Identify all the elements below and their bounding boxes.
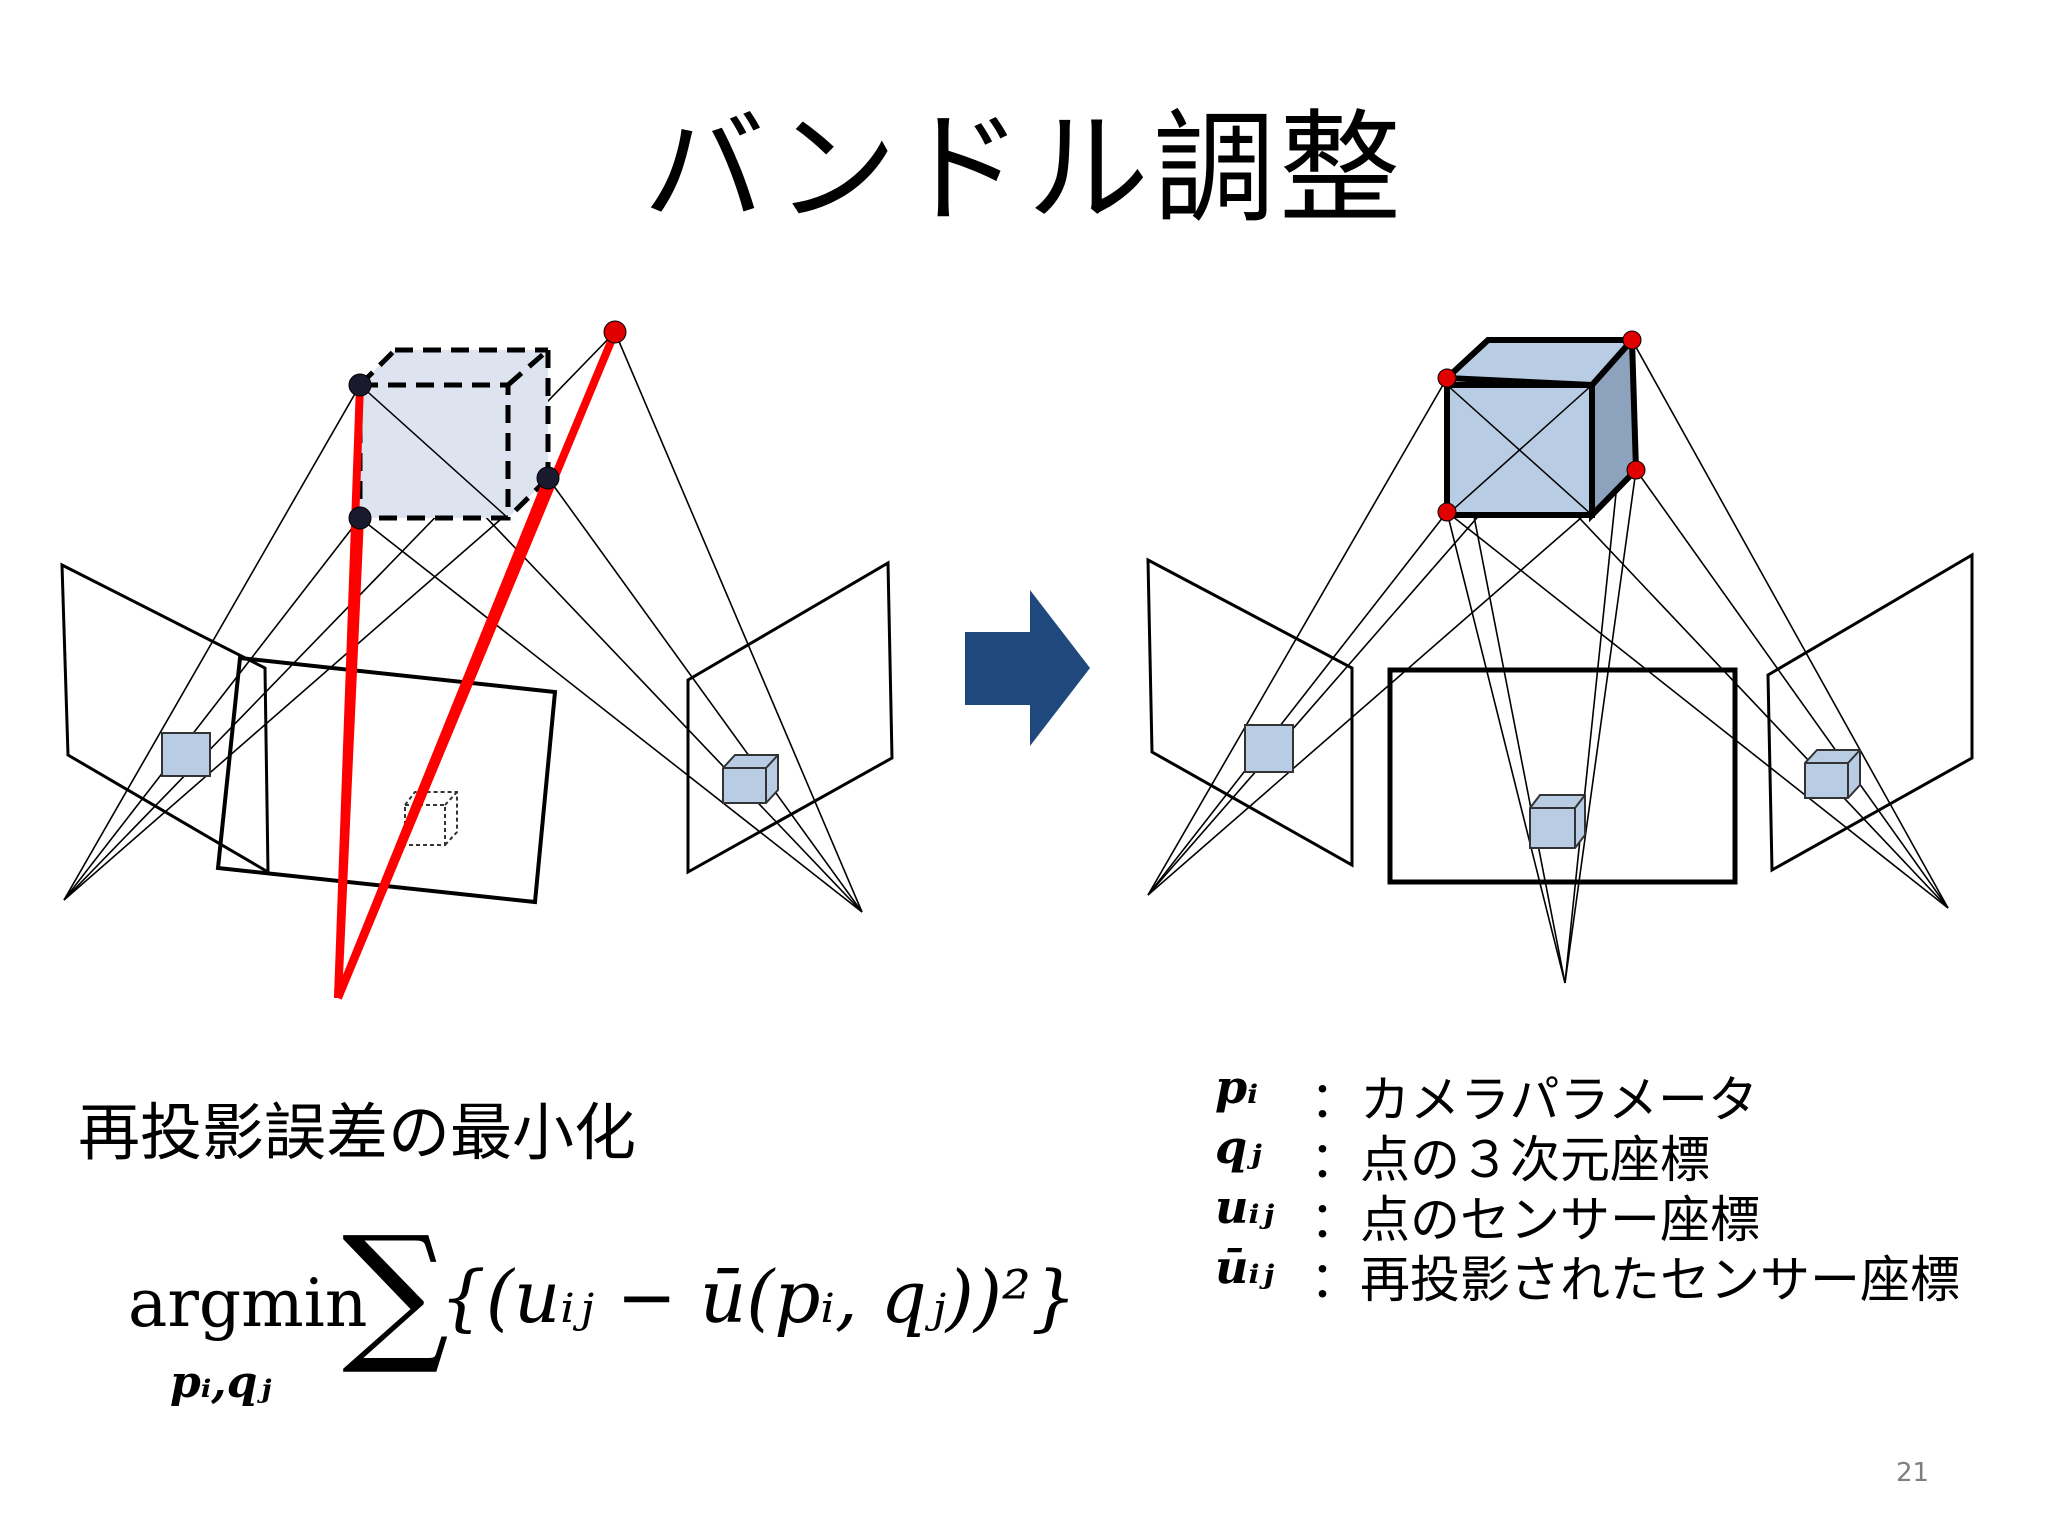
left-projected-cube (1244, 724, 1294, 773)
legend-symbol: uᵢⱼ (1215, 1180, 1274, 1234)
right-camera-plane (1766, 552, 1974, 873)
estimated-point (348, 373, 372, 397)
reconstructed-cube (1439, 332, 1640, 523)
after-diagram (1146, 330, 1974, 984)
legend-description: ：点の３次元座標 (1310, 1131, 1710, 1189)
reconstructed-point (1622, 330, 1642, 350)
legend-description: ：再投影されたセンサー座標 (1310, 1251, 1960, 1309)
true-point (603, 320, 627, 344)
left-projected-cube (161, 732, 211, 777)
right-camera-plane (686, 560, 894, 875)
slide-title: バンドル調整 (642, 98, 1406, 240)
reconstructed-point (1626, 460, 1646, 480)
right-projected-cube (1804, 749, 1861, 799)
argmin-subscript: pᵢ,qⱼ (170, 1357, 272, 1408)
reconstructed-point (1437, 502, 1457, 522)
left-camera-plane (60, 562, 270, 875)
slide-subtitle: 再投影誤差の最小化 (78, 1096, 637, 1169)
center-projected-cube (1529, 794, 1586, 849)
legend-description: ：カメラパラメータ (1310, 1071, 1758, 1129)
page-number: 21 (1896, 1458, 1930, 1488)
center-camera-plane (1387, 667, 1738, 885)
estimated-point (348, 506, 372, 530)
legend-symbol: ūᵢⱼ (1215, 1240, 1274, 1294)
legend-symbol: qⱼ (1215, 1120, 1262, 1174)
projection-rays (1147, 339, 1949, 984)
argmin-operator: argmin (128, 1265, 368, 1342)
dashed-cube (357, 347, 551, 521)
estimated-point (536, 466, 560, 490)
center-camera-plane (215, 655, 558, 905)
right-projected-cube (722, 754, 779, 804)
right-arrow-icon (965, 590, 1090, 746)
legend-description: ：点のセンサー座標 (1310, 1191, 1760, 1249)
left-camera-plane (1146, 557, 1354, 868)
legend-symbol: pᵢ (1215, 1060, 1259, 1114)
formula-expression: {(uᵢⱼ − ū(pᵢ, qⱼ))²} (440, 1255, 1077, 1339)
reprojection-error-rays (334, 330, 619, 1000)
reconstructed-point (1437, 368, 1457, 388)
sum-symbol: ∑ (342, 1205, 450, 1379)
before-diagram (60, 320, 894, 1000)
